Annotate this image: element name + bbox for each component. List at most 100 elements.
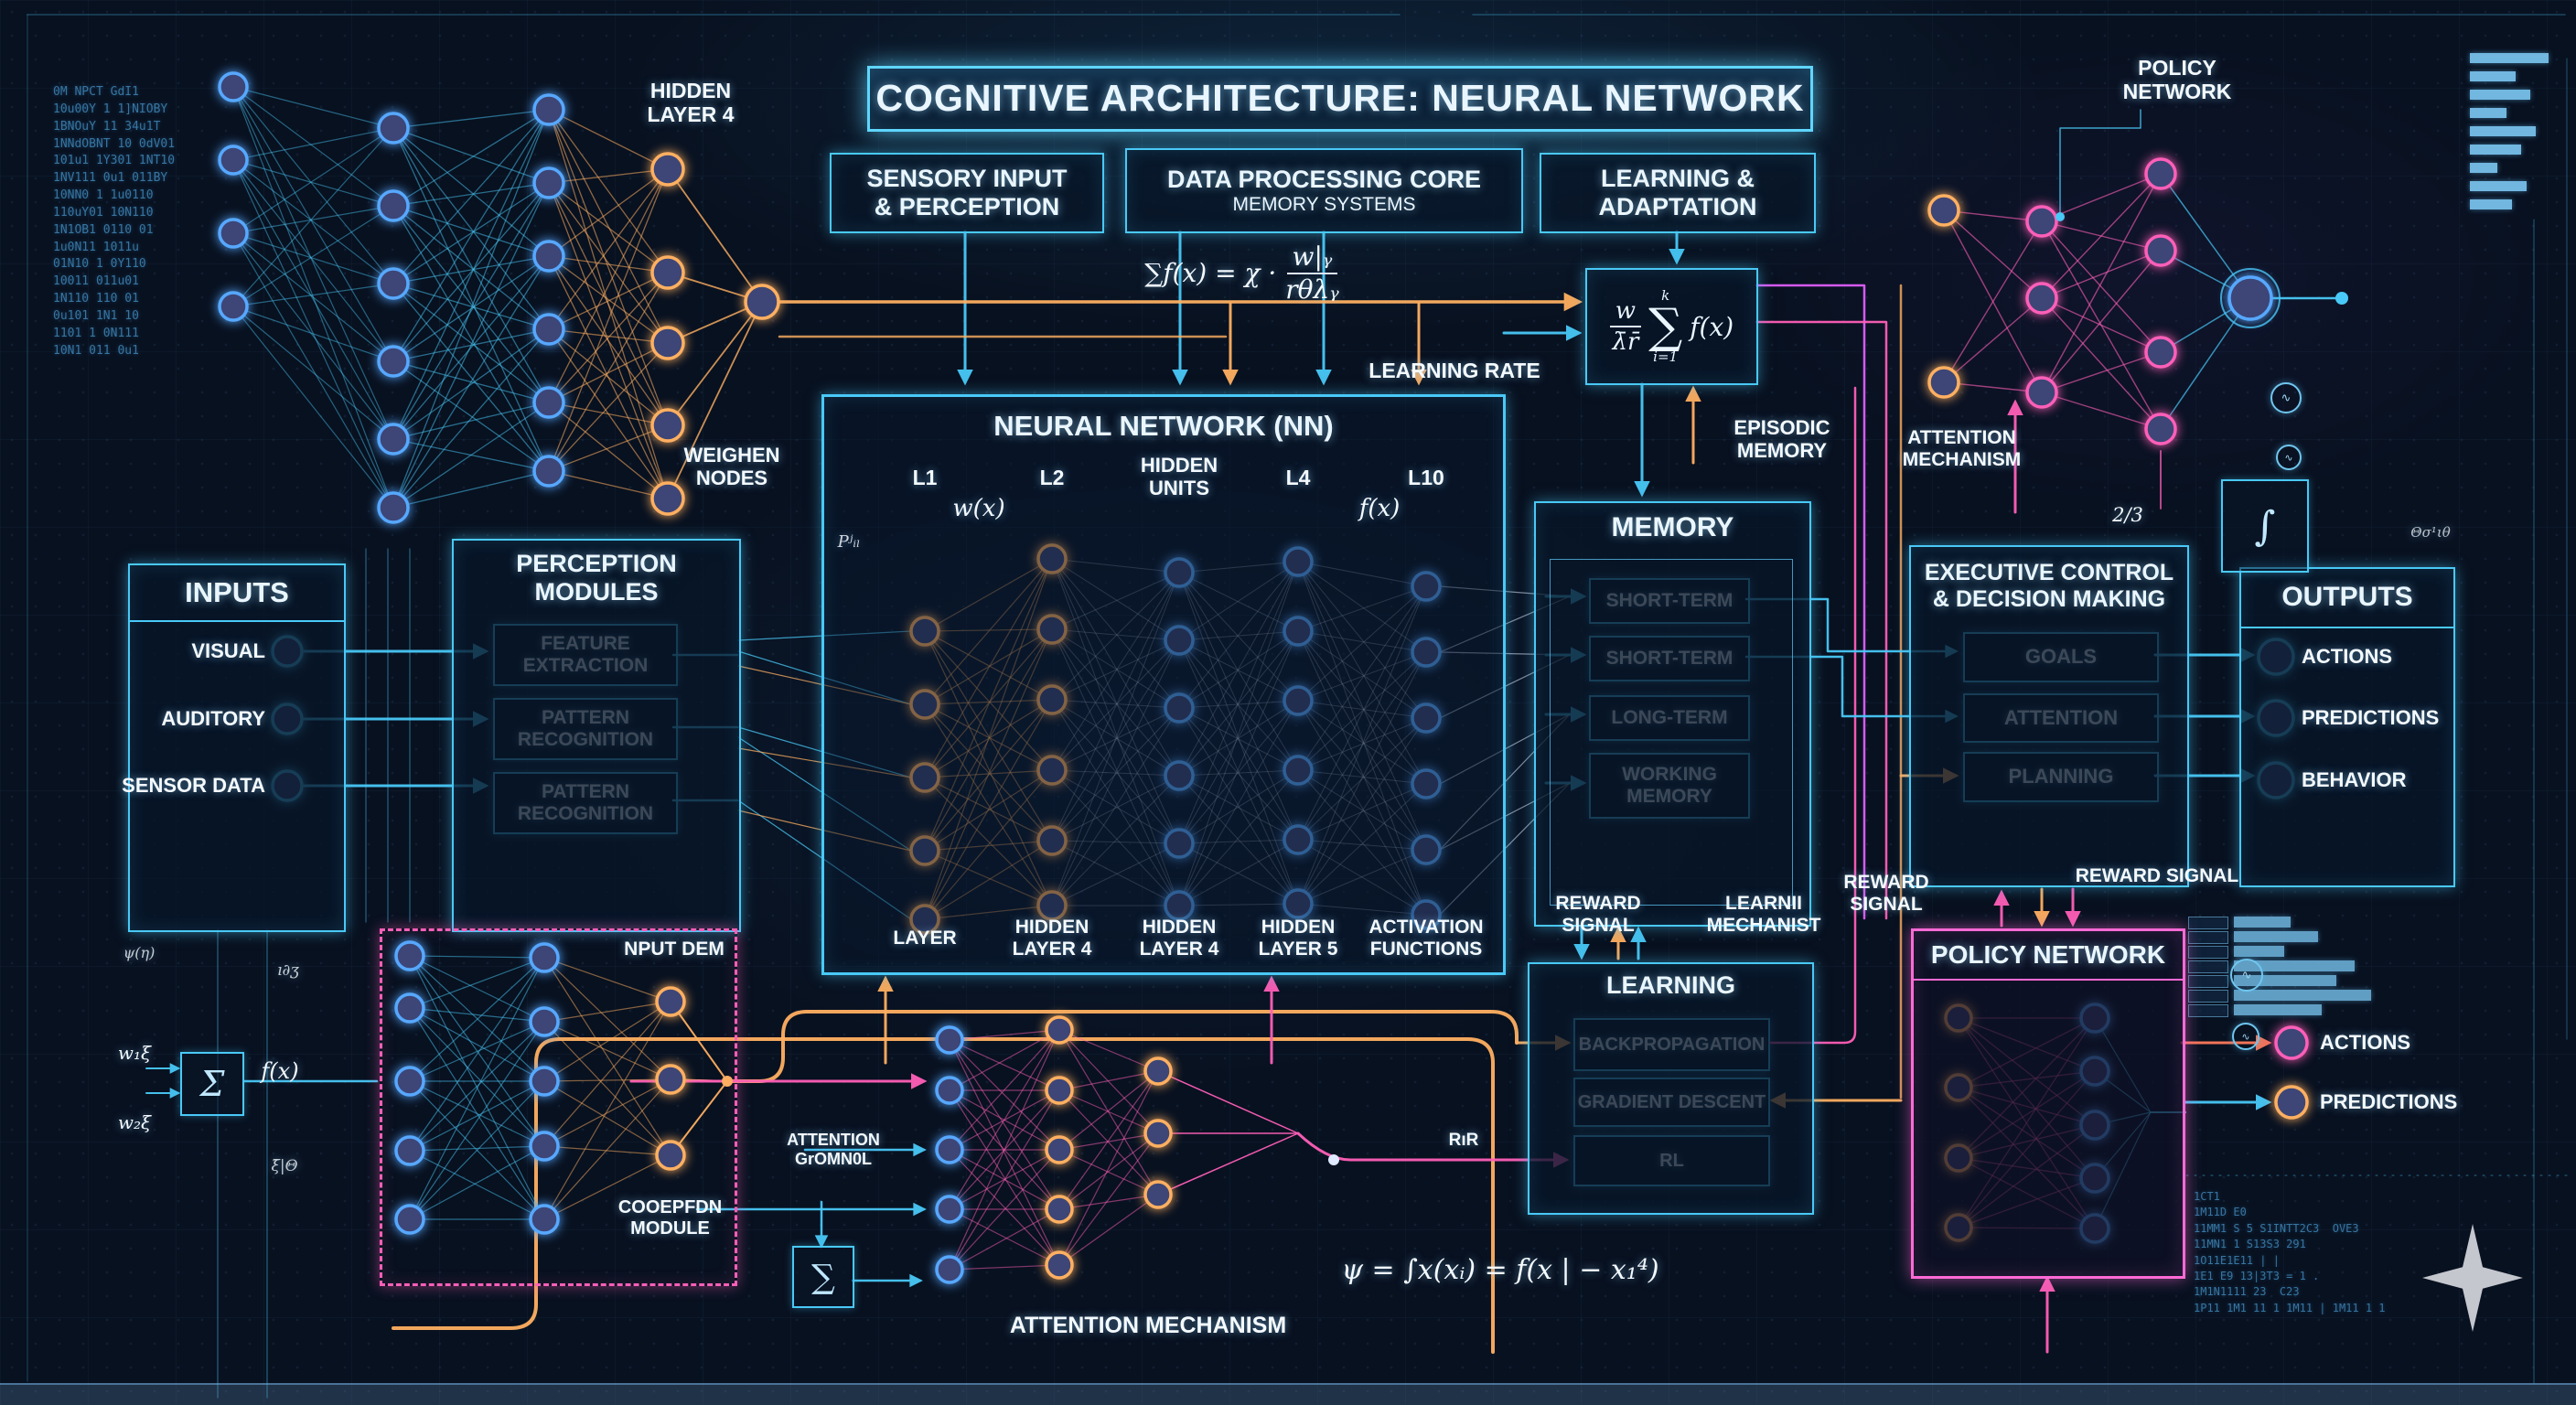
neuron-node	[529, 1131, 560, 1162]
decor-bar	[2470, 145, 2521, 155]
neuron-node	[935, 1195, 964, 1224]
neuron-node	[532, 166, 565, 199]
connector-line	[1157, 1070, 1299, 1134]
neuron-node	[935, 1076, 964, 1105]
data-processing-core-title: DATA PROCESSING CORE	[1166, 165, 1482, 193]
neuron-node	[218, 218, 249, 249]
neuron-node	[2227, 275, 2273, 321]
neuron-node	[377, 267, 410, 300]
decor-table-label	[2188, 917, 2228, 929]
neuron-node	[2144, 413, 2177, 445]
decor-bar	[2234, 931, 2318, 942]
connector-line	[670, 1080, 728, 1156]
decor-bar	[2470, 90, 2530, 100]
decor-bar	[2470, 53, 2549, 63]
mini-bar-panel	[2470, 53, 2572, 218]
policy-top-nn	[1927, 157, 2281, 445]
reward-signal-left-label: REWARD SIGNAL	[1555, 892, 1641, 936]
input-sensor-data-label: SENSOR DATA	[122, 774, 265, 798]
connector-line	[670, 1001, 728, 1082]
episodic-memory-label: EPISODIC MEMORY	[1733, 415, 1830, 462]
neuron-node	[2025, 205, 2058, 238]
neuron-node	[1045, 1015, 1074, 1045]
endpoint-dot	[2335, 292, 2348, 305]
neuron-node	[377, 423, 410, 456]
code-text-block-bottom-right: 1CT1 1M11D E0 11MM1 S 5 S1INTT2C3 OVE3 1…	[2194, 1190, 2386, 1314]
nn-col-label-l2: L2	[1039, 465, 1065, 489]
sigma-box-bottom: ∑	[792, 1246, 854, 1308]
decor-bar	[2234, 960, 2355, 971]
neuron-node	[377, 491, 410, 524]
neural-network-title: NEURAL NETWORK (NN)	[993, 410, 1334, 442]
decor-table-label	[2188, 975, 2228, 988]
neuron-node	[650, 326, 685, 360]
neuron-node	[650, 408, 685, 443]
connector-line	[1768, 386, 1857, 1045]
top-formula-lhs: ∑f(x) = χ ·	[1144, 257, 1277, 288]
weight2-label: w₂ξ	[117, 1110, 152, 1133]
memory-systems-subtitle: MEMORY SYSTEMS	[1232, 193, 1416, 215]
nput-dem-label: NPUT DEM	[624, 938, 724, 960]
connector-line	[392, 1037, 1495, 1354]
sigma-icon: Σ	[199, 1064, 225, 1104]
sum-denominator: λ̄r̄	[1612, 328, 1639, 356]
decor-bar	[2470, 108, 2506, 118]
top-formula-denominator: rθλᵧ	[1285, 274, 1339, 305]
outputs-title: OUTPUTS	[2241, 569, 2453, 628]
decor-bar	[2470, 199, 2512, 209]
neuron-node	[2274, 1025, 2309, 1060]
neuron-node	[532, 455, 565, 488]
code-text-block: 0M NPCT GdI1 10u00Y 1 1]NIOBY 1BNOuY 11 …	[53, 85, 176, 358]
neuron-node	[529, 942, 560, 973]
bottom-formula: ψ = ∫x(xᵢ) = f(x | − x₁⁴)	[1341, 1253, 1659, 1286]
output-behavior-label: BEHAVIOR	[2302, 768, 2407, 792]
neuron-node	[532, 313, 565, 346]
nn-col-label-l10: L10	[1408, 465, 1444, 489]
neuron-node	[2144, 157, 2177, 190]
neural-network-box: NEURAL NETWORK (NN)	[821, 394, 1506, 975]
neuron-node	[1045, 1135, 1074, 1164]
neuron-node	[394, 992, 425, 1024]
decor-bar	[2470, 126, 2536, 136]
neuron-node	[532, 93, 565, 126]
nn-bottom-label-layer: LAYER	[893, 927, 957, 949]
neuron-node	[1143, 1119, 1173, 1148]
neuron-node	[377, 345, 410, 378]
theta-sigma-decor: Θσ¹ιθ	[2410, 524, 2451, 542]
learning-box: LEARNING	[1528, 962, 1814, 1215]
neuron-node	[218, 145, 249, 176]
neuron-node	[394, 940, 425, 971]
neuron-node	[394, 1204, 425, 1235]
neuron-node	[2025, 376, 2058, 409]
page-title: COGNITIVE ARCHITECTURE: NEURAL NETWORK	[875, 77, 1805, 120]
attention-mechanism-bottom-label: ATTENTION MECHANISM	[1009, 1312, 1287, 1338]
policy-network-top-label: POLICY NETWORK	[2122, 55, 2232, 103]
policy-output-actions-label: ACTIONS	[2320, 1031, 2410, 1055]
circuit-glyph-icon: ∿	[2232, 1023, 2259, 1050]
decor-table-label	[2188, 990, 2228, 1003]
neuron-node	[529, 1006, 560, 1037]
decor-bar	[2234, 917, 2291, 928]
output-actions-label: ACTIONS	[2302, 645, 2392, 669]
neuron-node	[1045, 1250, 1074, 1280]
top-left-nn	[218, 71, 780, 524]
input-visual-label: VISUAL	[191, 639, 265, 663]
neuron-node	[655, 986, 686, 1017]
neuron-node	[935, 1135, 964, 1164]
neuron-node	[1045, 1195, 1074, 1224]
executive-control-title: EXECUTIVE CONTROL & DECISION MAKING	[1924, 560, 2174, 612]
hidden-layer4-label: HIDDEN LAYER 4	[647, 78, 735, 126]
attention-nn	[935, 1015, 1173, 1284]
title-banner: COGNITIVE ARCHITECTURE: NEURAL NETWORK	[867, 66, 1813, 132]
endpoint-dot	[2055, 212, 2065, 221]
data-processing-core-box: DATA PROCESSING CORE MEMORY SYSTEMS	[1125, 148, 1523, 233]
nn-col-label-l1: L1	[912, 465, 938, 489]
reward-signal-right-label: REWARD SIGNAL	[2075, 864, 2239, 886]
nn-bottom-label-hidden4a: HIDDEN LAYER 4	[1012, 916, 1092, 960]
sum-lower-limit: i=1	[1653, 349, 1679, 365]
reward-signal-mid-label: REWARD SIGNAL	[1843, 871, 1929, 915]
neuron-node	[1927, 194, 1960, 227]
